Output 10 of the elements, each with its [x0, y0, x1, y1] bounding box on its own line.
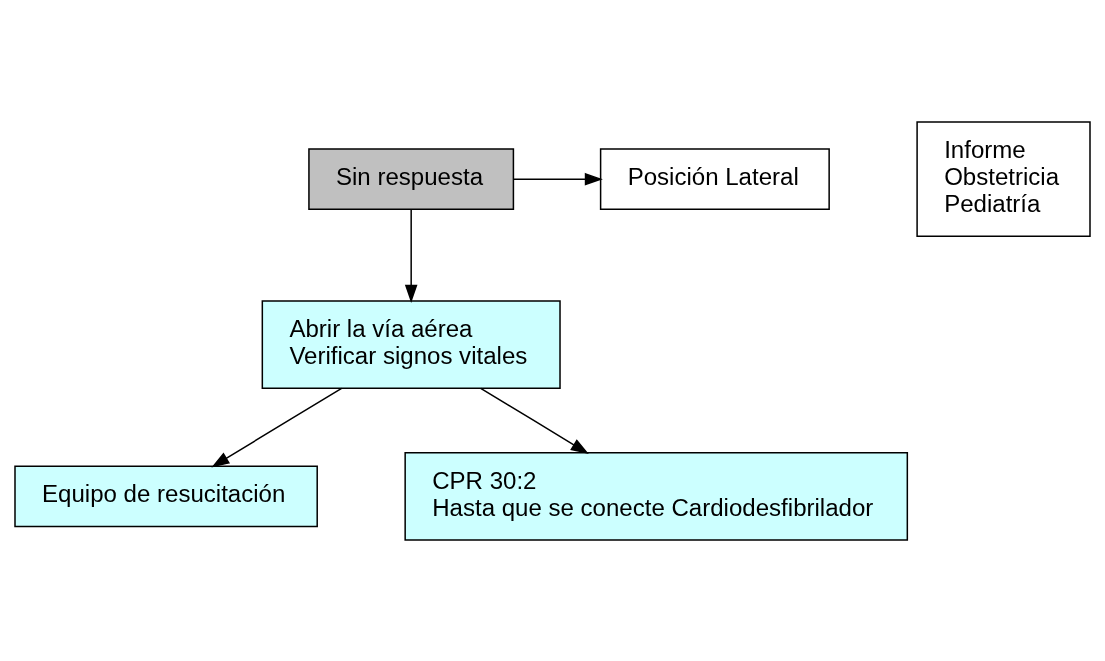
node-box: Posición Lateral: [599, 147, 830, 210]
arrow: [211, 387, 343, 467]
node-box: Sin respuesta: [308, 147, 515, 210]
node-box: Abrir la vía aérea Verificar signos vitales: [261, 299, 561, 389]
arrow: [513, 172, 603, 185]
node-box: CPR 30:2 Hasta que se conecte Cardiodesfibrilador: [404, 451, 909, 541]
arrow: [480, 387, 589, 454]
node-box: Equipo de resucitación: [14, 465, 318, 527]
node-box: Informe Obstetricia Pediatría: [916, 120, 1091, 237]
arrow: [404, 208, 418, 303]
